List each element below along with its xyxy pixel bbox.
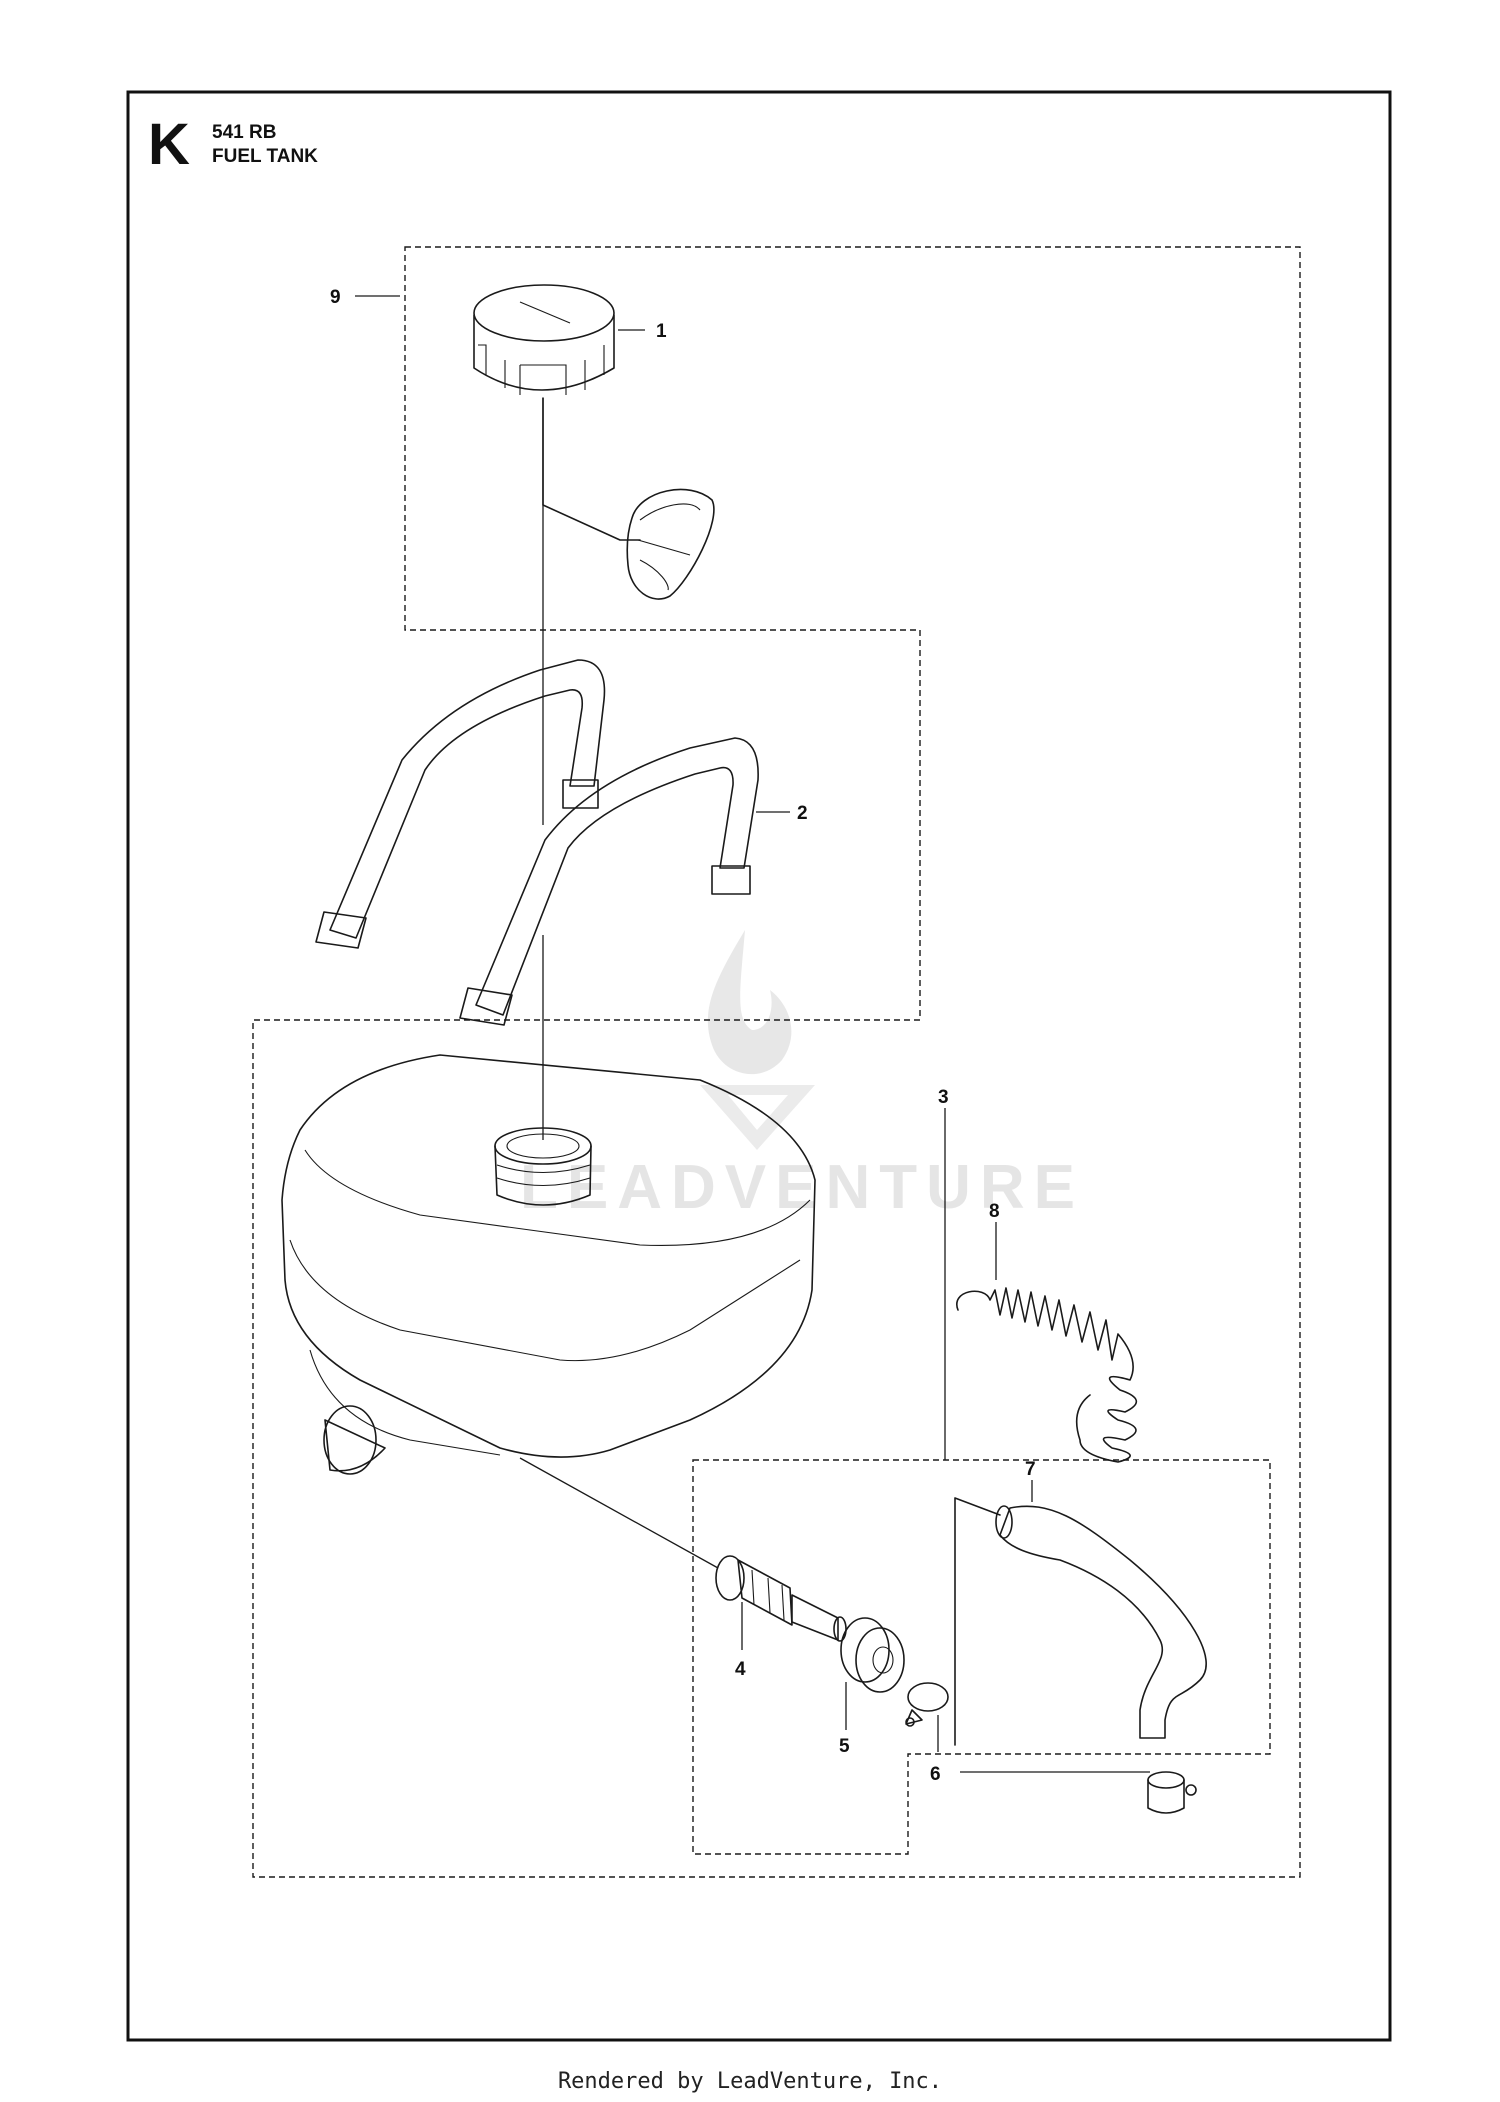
callout-5: 5 <box>839 1736 850 1757</box>
section-letter: K <box>148 112 190 177</box>
hose-clamp-upper-drawing <box>905 1682 949 1727</box>
watermark-logo: LEADVENTURE <box>520 930 1075 1222</box>
fuel-hose-drawing <box>954 1497 1207 1746</box>
fuel-filter-drawing <box>715 1555 847 1642</box>
callout-6: 6 <box>930 1764 941 1785</box>
callout-4: 4 <box>735 1659 746 1680</box>
fuel-line-kit-group <box>692 1459 1271 1855</box>
callout-7: 7 <box>1025 1459 1036 1480</box>
spiral-guard-drawing <box>956 1287 1138 1463</box>
fuel-tank-drawing <box>281 1054 816 1475</box>
callout-1: 1 <box>656 321 667 342</box>
callout-9: 9 <box>330 287 341 308</box>
footer-credit: Rendered by LeadVenture, Inc. <box>558 2069 942 2094</box>
page-frame <box>126 90 1392 2042</box>
callout-8: 8 <box>989 1201 1000 1222</box>
outlet-leader <box>519 1457 719 1569</box>
hose-clamp-lower-drawing <box>1147 1771 1197 1814</box>
grommet-drawing <box>840 1617 905 1693</box>
callout-2: 2 <box>797 803 808 824</box>
model-name: 541 RB <box>212 122 276 143</box>
tank-straps-drawing <box>315 659 759 1026</box>
section-title: FUEL TANK <box>212 146 318 167</box>
callout-3: 3 <box>938 1087 949 1108</box>
fuel-cap-drawing <box>473 284 715 600</box>
